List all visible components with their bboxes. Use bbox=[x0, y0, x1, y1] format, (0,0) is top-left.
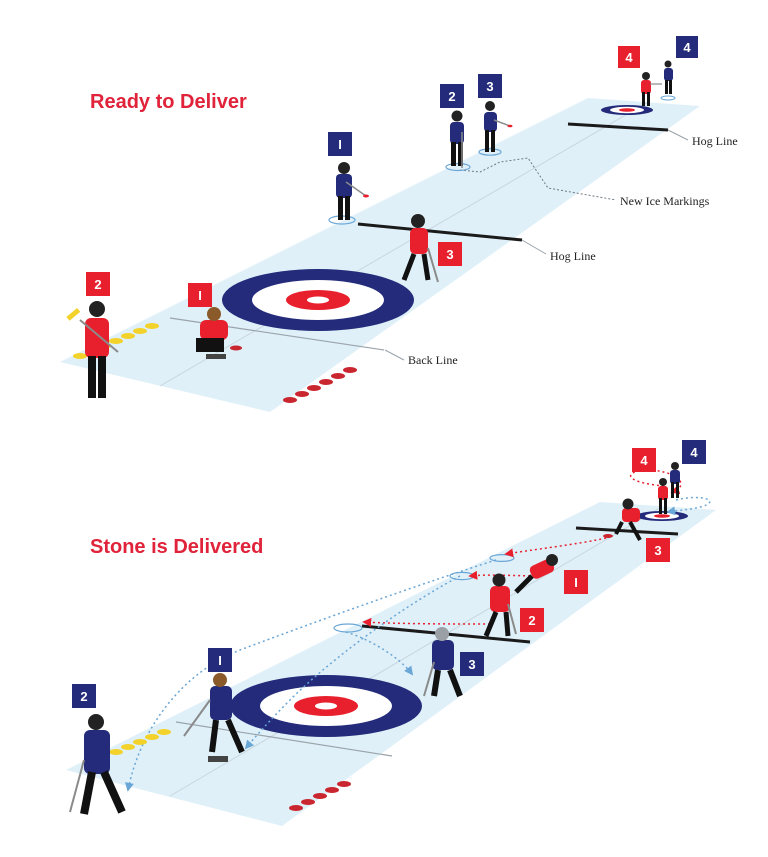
back-line bbox=[175, 721, 393, 757]
house-near bbox=[222, 269, 414, 331]
hog-line-near-leader bbox=[521, 239, 547, 255]
hog-line-far bbox=[575, 526, 679, 536]
svg-text:3: 3 bbox=[468, 657, 475, 672]
badge: 4 bbox=[632, 448, 656, 472]
player-blue-1 bbox=[183, 673, 245, 762]
badge: 3 bbox=[438, 242, 462, 266]
house-near bbox=[230, 675, 422, 737]
player-blue-4 bbox=[670, 462, 680, 498]
center-line bbox=[159, 101, 649, 387]
player-blue-4 bbox=[664, 60, 673, 94]
ice-mark-ring bbox=[489, 553, 515, 562]
svg-text:3: 3 bbox=[446, 247, 453, 262]
badge: 4 bbox=[618, 46, 640, 68]
svg-text:2: 2 bbox=[528, 613, 535, 628]
svg-text:3: 3 bbox=[654, 543, 661, 558]
badge: 4 bbox=[676, 36, 698, 58]
player-red-1 bbox=[514, 554, 558, 594]
svg-text:3: 3 bbox=[486, 79, 493, 94]
player-red-4 bbox=[658, 478, 668, 514]
player-blue-2 bbox=[69, 714, 126, 815]
badge: 2 bbox=[86, 272, 110, 296]
player-red-2 bbox=[483, 573, 517, 637]
badge: 3 bbox=[646, 538, 670, 562]
label-new-ice-markings: New Ice Markings bbox=[620, 194, 710, 208]
hog-line-far bbox=[567, 122, 669, 132]
svg-text:2: 2 bbox=[80, 689, 87, 704]
player-blue-2 bbox=[450, 110, 464, 168]
panel-delivered: Stone is Delivered bbox=[66, 440, 716, 826]
badge: 2 bbox=[440, 84, 464, 108]
badge: I bbox=[328, 132, 352, 156]
player-red-3 bbox=[603, 498, 642, 541]
ice-mark-ring bbox=[660, 95, 676, 101]
player-red-skip bbox=[66, 301, 119, 398]
svg-text:2: 2 bbox=[448, 89, 455, 104]
player-blue-3 bbox=[423, 627, 463, 698]
svg-text:I: I bbox=[218, 653, 222, 668]
svg-text:4: 4 bbox=[640, 453, 648, 468]
hog-line-far-leader bbox=[667, 129, 689, 141]
panel-title-ready: Ready to Deliver bbox=[90, 91, 247, 113]
back-line-leader bbox=[384, 349, 405, 361]
svg-text:I: I bbox=[198, 288, 202, 303]
badge: 3 bbox=[478, 74, 502, 98]
badge: 2 bbox=[72, 684, 96, 708]
badge: 3 bbox=[460, 652, 484, 676]
svg-text:4: 4 bbox=[625, 50, 633, 65]
player-blue-1 bbox=[336, 162, 369, 220]
badge: I bbox=[208, 648, 232, 672]
yellow-stones bbox=[109, 729, 171, 755]
red-stones bbox=[289, 781, 351, 811]
hog-line-near bbox=[357, 222, 523, 242]
trail-red-3 bbox=[504, 537, 607, 558]
svg-text:4: 4 bbox=[690, 445, 698, 460]
trail-blue-1 bbox=[244, 575, 461, 750]
player-red-sweeper-3 bbox=[401, 214, 439, 283]
new-ice-markings-leader bbox=[459, 157, 617, 201]
label-back-line: Back Line bbox=[408, 353, 458, 367]
player-red-thrower bbox=[196, 307, 242, 359]
panel-ready: Ready to Deliver Back Line Hog Lin bbox=[60, 36, 738, 412]
player-blue-3 bbox=[484, 101, 513, 152]
svg-text:I: I bbox=[574, 575, 578, 590]
ice-sheet bbox=[66, 502, 716, 826]
svg-text:2: 2 bbox=[94, 277, 101, 292]
house-far bbox=[601, 105, 653, 115]
svg-text:I: I bbox=[338, 137, 342, 152]
label-hog-line-far: Hog Line bbox=[692, 134, 738, 148]
svg-text:4: 4 bbox=[683, 40, 691, 55]
badge: 2 bbox=[520, 608, 544, 632]
ice-mark-ring bbox=[478, 148, 502, 156]
badge: 4 bbox=[682, 440, 706, 464]
label-hog-line-near: Hog Line bbox=[550, 249, 596, 263]
panel-title-delivered: Stone is Delivered bbox=[90, 536, 263, 558]
trail-red-4 bbox=[630, 469, 682, 494]
badge: I bbox=[188, 283, 212, 307]
red-stones bbox=[283, 367, 357, 403]
ice-sheet bbox=[60, 98, 700, 412]
badge: I bbox=[564, 570, 588, 594]
player-red-4 bbox=[641, 72, 662, 106]
